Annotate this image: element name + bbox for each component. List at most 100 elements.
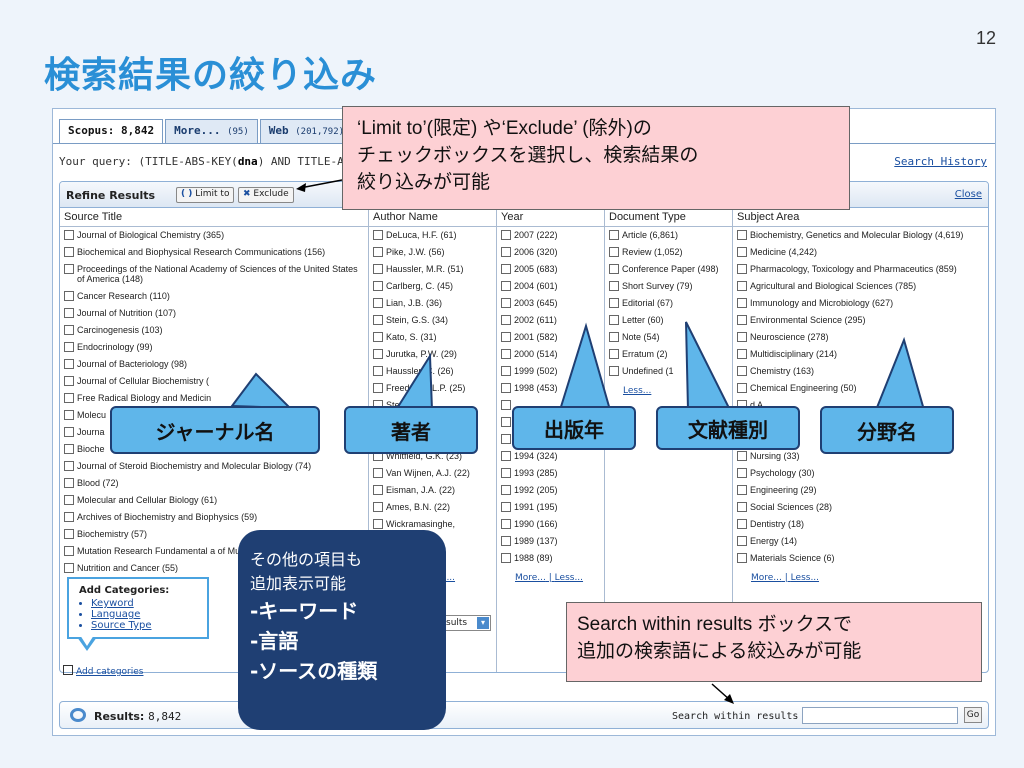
checkbox[interactable] [501, 536, 511, 546]
year-item[interactable]: 1989 (137) [497, 533, 604, 550]
subject-area-item[interactable]: Chemistry (163) [733, 363, 988, 380]
source-title-item[interactable]: Biochemical and Biophysical Research Com… [60, 244, 368, 261]
checkbox[interactable] [64, 478, 74, 488]
document-type-item[interactable]: Short Survey (79) [605, 278, 732, 295]
document-type-item[interactable]: Erratum (2) [605, 346, 732, 363]
checkbox[interactable] [737, 468, 747, 478]
checkbox[interactable] [609, 315, 619, 325]
subject-area-item[interactable]: Neuroscience (278) [733, 329, 988, 346]
source-title-item[interactable]: Nutrition and Cancer (55) [60, 560, 368, 577]
checkbox[interactable] [501, 281, 511, 291]
checkbox[interactable] [64, 563, 74, 573]
results-select[interactable]: sults▾ [441, 615, 491, 631]
checkbox[interactable] [64, 325, 74, 335]
source-title-item[interactable]: Molecular and Cellular Biology (61) [60, 492, 368, 509]
year-item[interactable]: 2000 (514) [497, 346, 604, 363]
year-item[interactable]: 1998 (453) [497, 380, 604, 397]
tab-web[interactable]: Web (201,792) [259, 119, 354, 143]
checkbox[interactable] [501, 519, 511, 529]
author-name-item[interactable]: Ames, B.N. (22) [369, 499, 496, 516]
subject-area-item[interactable]: Chemical Engineering (50) [733, 380, 988, 397]
subject-area-item[interactable]: Dentistry (18) [733, 516, 988, 533]
checkbox[interactable] [737, 264, 747, 274]
year-item[interactable] [497, 397, 604, 414]
year-item[interactable]: 1993 (285) [497, 465, 604, 482]
document-type-item[interactable]: Editorial (67) [605, 295, 732, 312]
source-title-item[interactable]: Cancer Research (110) [60, 288, 368, 305]
year-item[interactable] [497, 414, 604, 431]
popup-item-language[interactable]: Language [91, 609, 197, 620]
year-item[interactable]: 1994 (324) [497, 448, 604, 465]
checkbox[interactable] [737, 485, 747, 495]
author-name-item[interactable]: Freedman, L.P. (25) [369, 380, 496, 397]
checkbox[interactable] [609, 332, 619, 342]
checkbox[interactable] [737, 383, 747, 393]
checkbox[interactable] [501, 383, 511, 393]
checkbox[interactable] [737, 298, 747, 308]
close-link[interactable]: Close [954, 189, 982, 200]
document-type-item[interactable]: Note (54) [605, 329, 732, 346]
subject-area-item[interactable]: Nursing (33) [733, 448, 988, 465]
checkbox[interactable] [501, 502, 511, 512]
checkbox[interactable] [373, 298, 383, 308]
checkbox[interactable] [373, 383, 383, 393]
year-item[interactable]: 1992 (205) [497, 482, 604, 499]
checkbox[interactable] [501, 434, 511, 444]
source-title-item[interactable]: Archives of Biochemistry and Biophysics … [60, 509, 368, 526]
checkbox[interactable] [609, 264, 619, 274]
author-name-item[interactable]: Van Wijnen, A.J. (22) [369, 465, 496, 482]
source-title-item[interactable]: Endocrinology (99) [60, 339, 368, 356]
year-item[interactable]: 2003 (645) [497, 295, 604, 312]
checkbox[interactable] [64, 444, 74, 454]
checkbox[interactable] [64, 546, 74, 556]
checkbox[interactable] [64, 308, 74, 318]
checkbox[interactable] [501, 400, 511, 410]
checkbox[interactable] [373, 230, 383, 240]
subject-area-item[interactable]: Psychology (30) [733, 465, 988, 482]
subject-area-item[interactable]: Energy (14) [733, 533, 988, 550]
checkbox[interactable] [373, 281, 383, 291]
checkbox[interactable] [737, 553, 747, 563]
year-item[interactable]: 2002 (611) [497, 312, 604, 329]
subject-area-item[interactable]: Engineering (29) [733, 482, 988, 499]
source-title-item[interactable]: Blood (72) [60, 475, 368, 492]
checkbox[interactable] [64, 495, 74, 505]
author-name-item[interactable]: Lian, J.B. (36) [369, 295, 496, 312]
tab-more[interactable]: More... (95) [165, 119, 258, 143]
source-title-item[interactable]: Journa [60, 424, 368, 441]
year-item[interactable]: 2007 (222) [497, 227, 604, 244]
year-item[interactable]: 1991 (195) [497, 499, 604, 516]
exclude-button[interactable]: ✖ Exclude [238, 187, 294, 203]
checkbox[interactable] [373, 468, 383, 478]
checkbox[interactable] [501, 451, 511, 461]
less-link[interactable]: Less... [790, 573, 820, 583]
search-history-link[interactable]: Search History [894, 155, 987, 168]
source-title-item[interactable]: Journal of Nutrition (107) [60, 305, 368, 322]
author-name-item[interactable]: Kato, S. (31) [369, 329, 496, 346]
year-item[interactable]: 2005 (683) [497, 261, 604, 278]
checkbox[interactable] [64, 264, 74, 274]
checkbox[interactable] [501, 468, 511, 478]
year-item[interactable]: 2004 (601) [497, 278, 604, 295]
checkbox[interactable] [373, 247, 383, 257]
source-title-item[interactable]: Journal of Cellular Biochemistry ( [60, 373, 368, 390]
more-link[interactable]: More... [515, 573, 546, 583]
checkbox[interactable] [373, 315, 383, 325]
source-title-item[interactable]: Journal of Bacteriology (98) [60, 356, 368, 373]
source-title-item[interactable]: Biochemistry (57) [60, 526, 368, 543]
tab-scopus[interactable]: Scopus: 8,842 [59, 119, 164, 143]
more-link[interactable]: More... [751, 573, 782, 583]
subject-area-item[interactable]: Agricultural and Biological Sciences (78… [733, 278, 988, 295]
author-name-item[interactable]: Carlberg, C. (45) [369, 278, 496, 295]
checkbox[interactable] [64, 461, 74, 471]
year-item[interactable] [497, 431, 604, 448]
author-name-item[interactable]: Haussler, C. (26) [369, 363, 496, 380]
checkbox[interactable] [737, 502, 747, 512]
author-name-item[interactable]: Stein, G.S. (34) [369, 312, 496, 329]
checkbox[interactable] [609, 298, 619, 308]
checkbox[interactable] [501, 366, 511, 376]
checkbox[interactable] [737, 366, 747, 376]
less-link[interactable]: Less... [554, 573, 584, 583]
checkbox[interactable] [609, 366, 619, 376]
checkbox[interactable] [373, 332, 383, 342]
